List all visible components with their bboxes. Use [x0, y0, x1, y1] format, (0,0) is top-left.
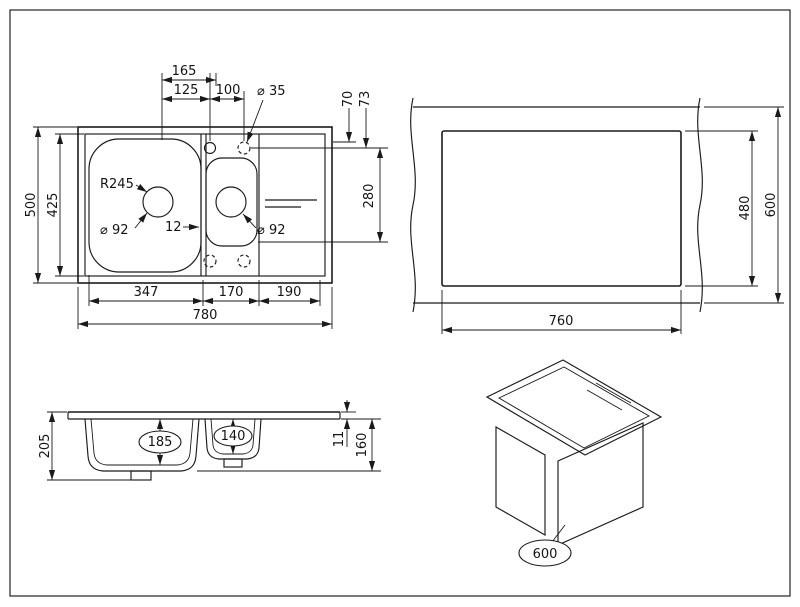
balloon — [213, 425, 253, 447]
dim-bowl-depth-large: 185 — [138, 419, 182, 465]
iso-bowl-divider-b — [586, 389, 623, 411]
dim-label: 140 — [221, 429, 246, 444]
leader-line — [242, 213, 257, 229]
dim-label: ⌀ 92 — [100, 223, 129, 238]
balloon — [138, 430, 182, 454]
bowl-large-inner-wall — [90, 418, 194, 466]
tap-hole-optional-2 — [203, 254, 217, 268]
drain-stub-large — [130, 470, 152, 481]
dim-drain-large: ⌀ 92 — [100, 212, 148, 238]
leader-line — [135, 184, 148, 193]
dim-cabinet-width: 600 — [518, 524, 572, 567]
dim-cutout-depth: 480 — [685, 130, 758, 287]
dim-label: 600 — [533, 547, 558, 562]
dim-label: 160 — [355, 433, 370, 458]
dim-label: 347 — [134, 285, 159, 300]
dim-label: 205 — [38, 434, 53, 459]
dim-overall-width: 780 — [77, 287, 333, 329]
iso-panel-right — [557, 422, 644, 546]
iso-view: 600 — [485, 359, 663, 567]
dim-inner-depth: 425 — [46, 133, 84, 277]
leader-line — [246, 99, 264, 143]
dim-label: ⌀ 92 — [257, 223, 286, 238]
dim-label: 780 — [193, 308, 218, 323]
dim-label: 425 — [46, 193, 61, 218]
bowl-small-outline — [205, 157, 258, 247]
dim-tap-span: 165 — [161, 64, 217, 140]
sheet-border — [9, 9, 791, 597]
sink-inner-rim — [84, 133, 326, 277]
dim-corner-radius: R245 — [100, 177, 148, 193]
dim-right-span: 280 — [258, 148, 388, 243]
drain-large — [142, 186, 174, 218]
balloon — [518, 539, 572, 567]
iso-panel-left — [495, 426, 546, 536]
dim-label: 70 — [341, 91, 356, 108]
cutout-rect — [441, 130, 682, 287]
dim-label: 280 — [362, 184, 377, 209]
dim-overall-depth: 500 — [24, 126, 77, 284]
tap-hole-optional — [237, 141, 251, 155]
dim-label: 100 — [216, 83, 241, 98]
drain-small — [215, 186, 247, 218]
dim-bowl-gap: 12 — [165, 220, 199, 235]
section-view: 205 185 140 11 160 — [38, 400, 381, 481]
dim-label: 170 — [219, 285, 244, 300]
dim-tap-offset: 125 — [162, 73, 211, 141]
dim-drain-small: ⌀ 92 — [242, 213, 286, 238]
dim-counter-depth: 600 — [704, 106, 784, 304]
dim-label: 73 — [358, 91, 373, 108]
dim-edge-a: 70 — [333, 91, 356, 143]
dim-bottom-row: 347 170 190 — [88, 275, 321, 306]
cutout-view: 760 480 600 — [410, 97, 784, 334]
tap-hole — [203, 141, 217, 155]
iso-bowl-divider-a — [595, 382, 632, 404]
dim-overall-height: 205 — [38, 411, 131, 481]
dim-label: 500 — [24, 193, 39, 218]
drain-stub-small — [223, 458, 243, 468]
tap-hole-optional-3 — [237, 254, 251, 268]
dim-label: 190 — [277, 285, 302, 300]
sink-outer-edge — [77, 126, 333, 284]
iso-rim-inner — [498, 366, 650, 449]
dim-label: R245 — [100, 177, 134, 192]
dim-body-height: 160 — [197, 419, 381, 472]
dim-label: 125 — [174, 83, 199, 98]
dim-label: 185 — [148, 435, 173, 450]
dim-tap-spacing: 100 — [210, 83, 245, 141]
leader-line — [134, 212, 148, 229]
dim-label: 600 — [764, 193, 779, 218]
iso-rim-outer — [485, 359, 663, 456]
dim-label: 165 — [172, 64, 197, 79]
dim-label: 11 — [332, 431, 347, 448]
dim-rim-height: 11 — [332, 400, 381, 447]
leader-line — [551, 524, 566, 543]
dim-cutout-width: 760 — [441, 290, 682, 334]
dim-edge-b: 73 — [251, 91, 388, 149]
dim-bowl-depth-small: 140 — [213, 419, 253, 454]
dim-label: 760 — [549, 314, 574, 329]
counter-break-line-left — [410, 97, 416, 313]
dim-label: 12 — [165, 220, 182, 235]
dim-label: 480 — [738, 196, 753, 221]
bowl-large-outline — [88, 138, 202, 273]
top-view: 165 125 100 ⌀ 35 70 73 — [24, 64, 388, 329]
dim-tap-hole-dia: ⌀ 35 — [246, 84, 286, 143]
counter-break-line-right — [697, 97, 703, 313]
dim-label: ⌀ 35 — [257, 84, 286, 99]
